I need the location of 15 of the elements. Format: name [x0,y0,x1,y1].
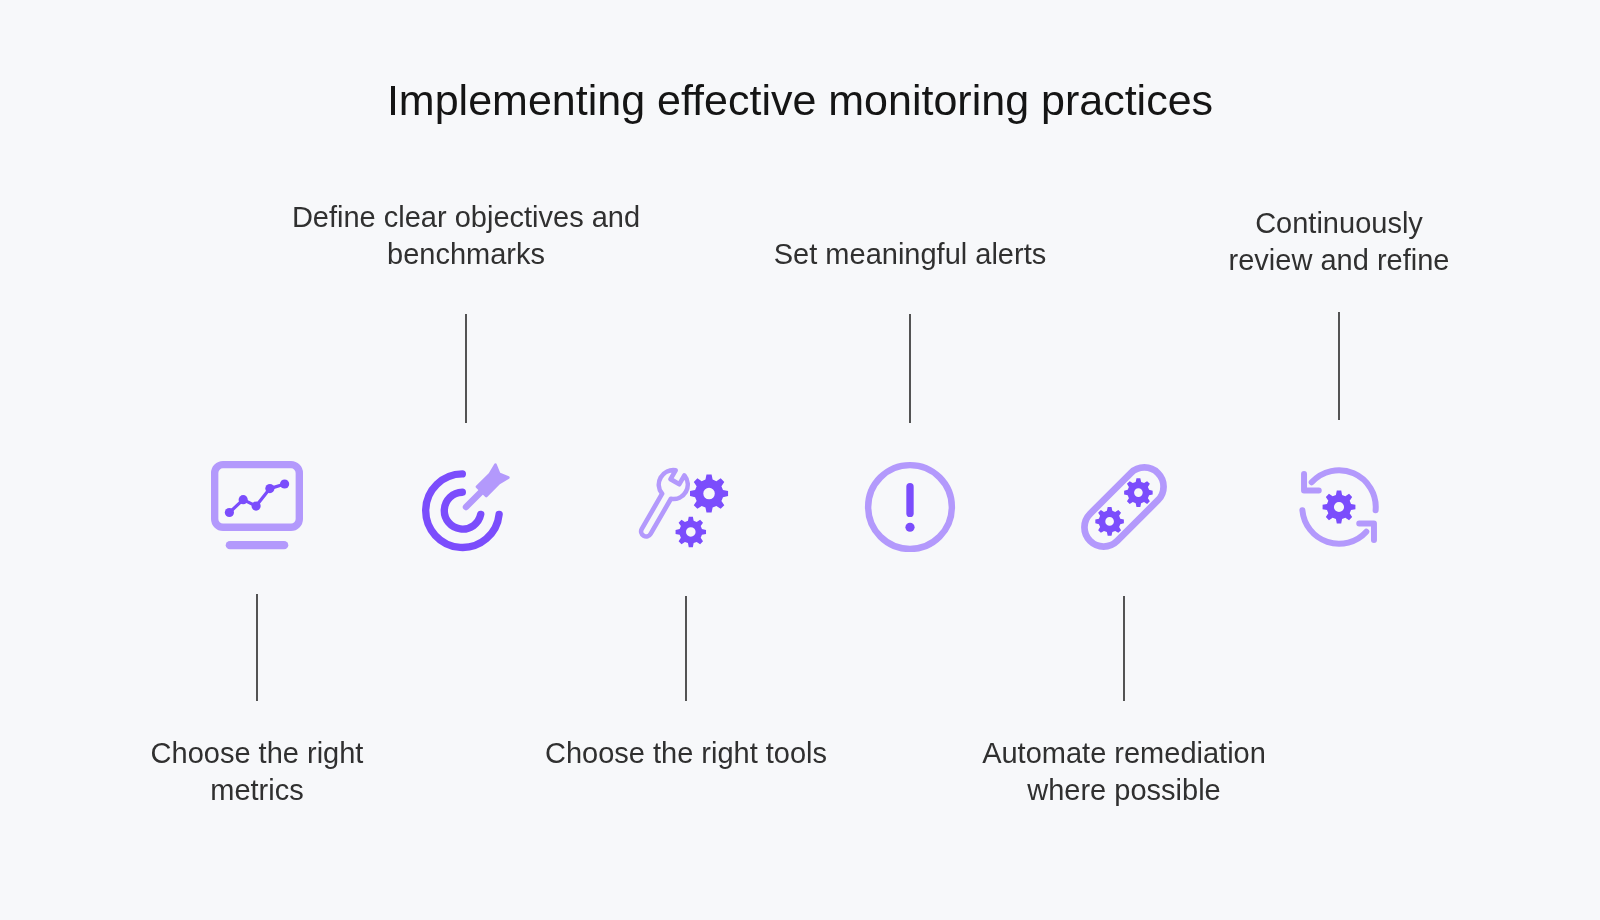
step-caption: Automate remediation where possible [964,735,1284,809]
leader-line [1123,595,1125,702]
step-caption: Choose the right tools [544,735,828,772]
step-caption: Set meaningful alerts [773,236,1047,273]
diagram-title: Implementing effective monitoring practices [386,75,1214,126]
step-caption: Define clear objectives and benchmarks [266,199,666,273]
target-dart-icon [420,461,512,553]
step-caption: Choose the right metrics [117,735,397,809]
leader-line [256,593,258,702]
leader-line [465,313,467,424]
leader-line [685,595,687,702]
step-caption: Continuously review and refine [1214,205,1464,279]
leader-line [1338,311,1340,421]
leader-line [909,313,911,424]
exclamation-circle-icon [864,461,956,553]
